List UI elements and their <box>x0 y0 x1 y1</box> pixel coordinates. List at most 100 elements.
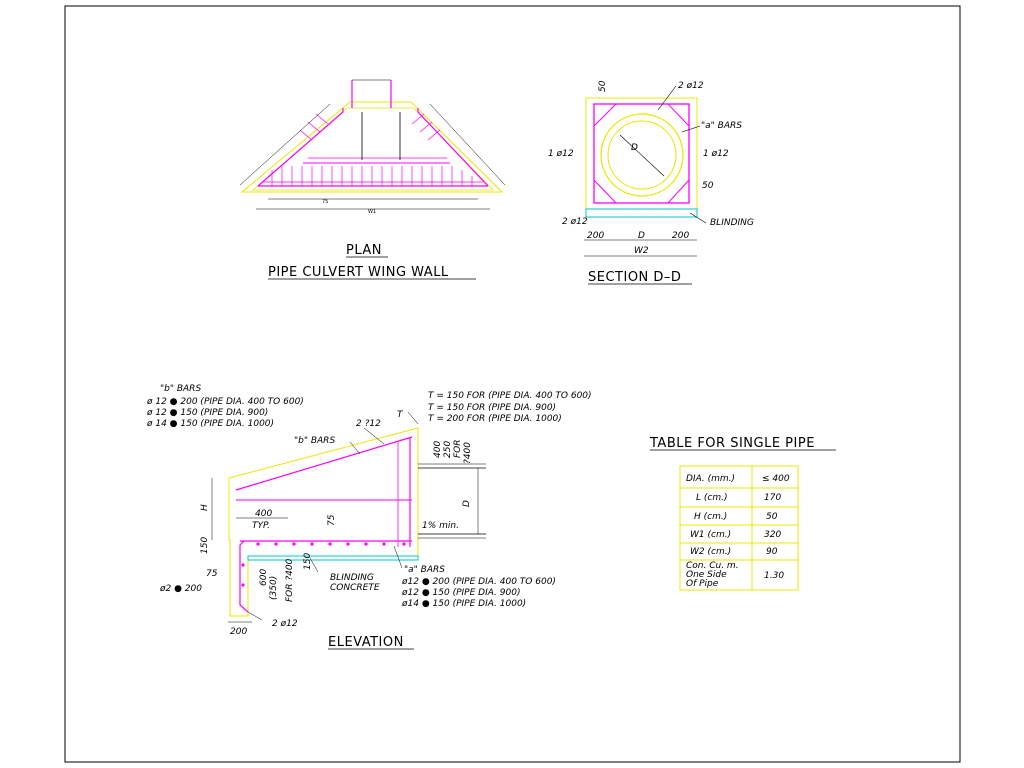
elev-title: ELEVATION <box>328 635 404 650</box>
section-view: 50 2 ø12 "a" BARS 1 ø12 1 ø12 D 50 2 ø12… <box>548 80 754 285</box>
elev-b-bar-2: ø 12 ● 150 (PIPE DIA. 900) <box>146 408 268 418</box>
table-label-line: One Side <box>686 570 727 580</box>
elev-dim-600: 600 <box>259 569 269 586</box>
elevation-view: "b" BARS ø 12 ● 200 (PIPE DIA. 400 TO 60… <box>146 384 592 650</box>
elev-leader-b <box>349 441 361 455</box>
elev-b-bar-1: ø 12 ● 200 (PIPE DIA. 400 TO 600) <box>146 397 304 407</box>
elev-slope: 1% min. <box>422 521 459 531</box>
plan-dim-slope-r <box>429 103 506 186</box>
elev-outline <box>228 427 419 617</box>
table-row-label: L (cm.) <box>696 493 727 503</box>
elev-t-note-2: T = 150 FOR (PIPE DIA. 900) <box>428 403 556 413</box>
table-title: TABLE FOR SINGLE PIPE <box>649 436 815 451</box>
section-dim-total-label: W2 <box>634 246 649 256</box>
section-dim-right: 200 <box>672 231 689 241</box>
single-pipe-table: TABLE FOR SINGLE PIPE DIA. (mm.) ≤ 400 L… <box>649 436 836 591</box>
table-row-value: 320 <box>764 530 781 540</box>
section-leader-3 <box>689 212 707 224</box>
plan-dim-inner-label: 75 <box>322 199 328 205</box>
plan-subtitle: PIPE CULVERT WING WALL <box>268 265 449 280</box>
elev-bottom-bars: 2 ø12 <box>272 619 298 629</box>
elev-rebar-leg <box>239 540 249 613</box>
section-leader-2 <box>681 125 701 133</box>
elev-a-bar-3: ø14 ● 150 (PIPE DIA. 1000) <box>401 599 526 609</box>
elev-typ: TYP. <box>252 521 270 531</box>
elev-dim-150a: 150 <box>200 537 210 554</box>
section-dim-mid: D <box>638 231 645 241</box>
elev-leader-bottom <box>247 611 263 621</box>
elev-left-bar: ø2 ● 200 <box>159 584 202 594</box>
table-row-label: DIA. (mm.) <box>686 474 735 484</box>
table-row-value: 1.30 <box>764 571 784 581</box>
table-row-value: 50 <box>766 512 778 522</box>
elev-blinding-1: BLINDING <box>330 573 374 583</box>
elev-leader-blind <box>309 557 319 573</box>
table-row-value: 90 <box>766 547 778 557</box>
elev-for-400: FOR ?400 <box>285 558 295 602</box>
table-row-value: ≤ 400 <box>762 474 790 484</box>
section-dim-left: 200 <box>587 231 604 241</box>
table-row-label: W1 (cm.) <box>690 530 731 540</box>
elev-dim-350: (350) <box>269 576 279 600</box>
section-outline <box>585 97 698 210</box>
elev-blinding <box>247 555 419 561</box>
section-top-bars: 2 ø12 <box>678 81 704 91</box>
plan-rebar-left <box>257 108 344 187</box>
table-label-line: Con. Cu. m. <box>686 561 739 571</box>
elev-b-bars-heading: "b" BARS <box>160 384 201 394</box>
section-rebar-diamond <box>593 103 690 204</box>
table-row-value: 170 <box>764 493 781 503</box>
section-title: SECTION D–D <box>588 270 681 285</box>
elev-dim-200: 200 <box>230 627 247 637</box>
elev-dim-150b: 150 <box>303 553 313 570</box>
elev-a-bar-1: ø12 ● 200 (PIPE DIA. 400 TO 600) <box>401 577 556 587</box>
section-blinding-label: BLINDING <box>710 218 754 228</box>
elev-rebar-dots <box>241 542 406 587</box>
elev-a-bar-2: ø12 ● 150 (PIPE DIA. 900) <box>401 588 520 598</box>
elev-top-bars: 2 ?12 <box>356 419 381 429</box>
elev-t-tick <box>407 411 419 425</box>
elev-b-bars-label: "b" BARS <box>294 436 335 446</box>
elev-t-label: T <box>397 410 404 420</box>
table-grid <box>679 465 799 591</box>
elev-dim-400typ: 400 <box>255 509 272 519</box>
elev-dim-q400-v: ?400 <box>463 442 473 464</box>
plan-dim-slope-l <box>239 103 331 186</box>
plan-dim-overall-label: W1 <box>368 209 376 215</box>
elev-rebar-slope <box>235 436 413 491</box>
section-a-bars: "a" BARS <box>701 121 742 131</box>
elev-blinding-2: CONCRETE <box>330 583 380 593</box>
plan-view: 75 W1 PLAN PIPE CULVERT WING WALL <box>239 79 506 280</box>
section-leader-1 <box>657 85 677 111</box>
plan-stirrups <box>271 113 473 186</box>
section-bottom-bars: 2 ø12 <box>562 217 588 227</box>
plan-outline-inner <box>251 107 494 191</box>
plan-title: PLAN <box>346 243 382 258</box>
pipe-dia-line <box>619 134 665 177</box>
pipe-outer <box>600 113 684 197</box>
table-label-line: Of Pipe <box>686 579 719 589</box>
section-top-left: 50 <box>598 80 608 92</box>
plan-outline <box>240 101 504 193</box>
section-blinding <box>585 208 698 218</box>
elev-leader-top <box>363 427 385 445</box>
table-row-label: H (cm.) <box>694 512 727 522</box>
elev-dim-75b: 75 <box>206 569 218 579</box>
plan-rebar-right <box>417 108 489 187</box>
section-right-bar: 1 ø12 <box>703 149 729 159</box>
pipe-inner <box>607 120 677 190</box>
elev-dim-400-v: 400 <box>433 441 443 458</box>
elev-dim-250-v: 250 <box>443 441 453 458</box>
elev-dim-d-v: D <box>462 500 472 507</box>
elev-b-bar-3: ø 14 ● 150 (PIPE DIA. 1000) <box>146 419 274 429</box>
elev-leader-a <box>393 545 403 569</box>
elev-dim-h-v: H <box>200 504 210 511</box>
section-right-dim: 50 <box>702 181 714 191</box>
elev-dim-for-v: FOR <box>453 439 463 458</box>
elev-t-note-1: T = 150 FOR (PIPE DIA. 400 TO 600) <box>428 391 592 401</box>
section-diameter: D <box>631 143 638 153</box>
table-row-label: W2 (cm.) <box>690 547 731 557</box>
elev-a-bars-heading: "a" BARS <box>404 565 445 575</box>
